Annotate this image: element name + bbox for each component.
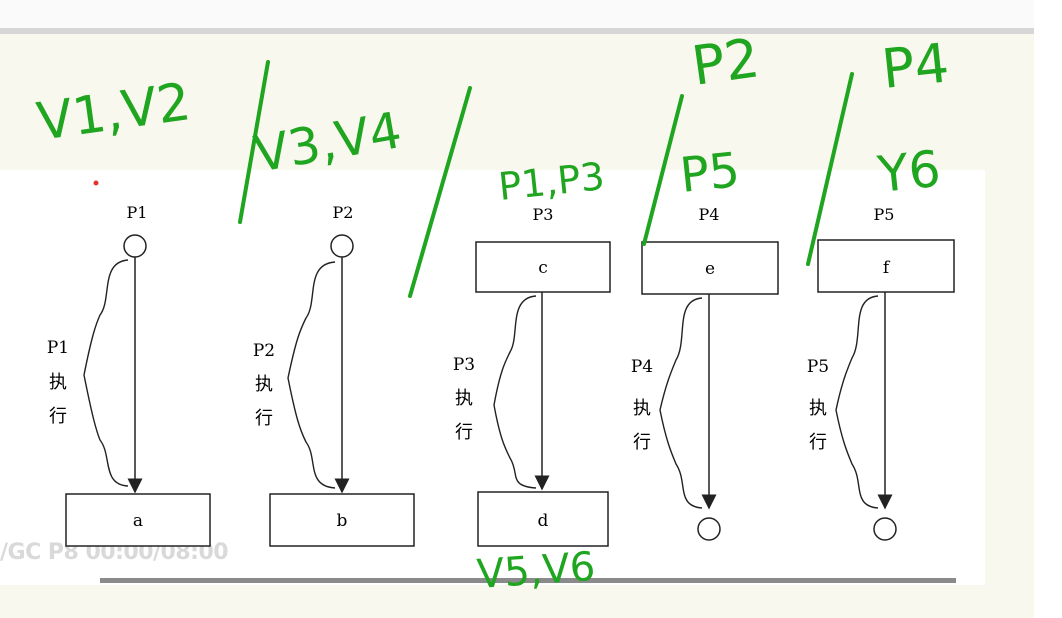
brace-p4 — [659, 297, 703, 509]
box-b-label: b — [337, 511, 348, 531]
video-progress-bar[interactable] — [100, 578, 956, 583]
brace-p1 — [83, 259, 129, 487]
process-p3: P3 c P3 执 行 d — [453, 205, 611, 547]
side-label-p1: P1 — [47, 338, 69, 358]
box-c-label: c — [538, 258, 548, 278]
annotation-p5: P5 — [677, 142, 742, 204]
brace-p5 — [835, 295, 879, 509]
box-f — [817, 239, 955, 293]
side-label-exec-p1: 执 — [49, 372, 67, 393]
side-label-p3: P3 — [453, 355, 475, 375]
separator-1 — [238, 60, 270, 224]
process-p4: P4 e P4 执 行 — [631, 205, 779, 541]
annotation-v1-v2: V1,V2 — [33, 72, 194, 153]
box-c — [475, 241, 611, 293]
box-d — [477, 491, 609, 547]
annotation-p2: P2 — [688, 26, 763, 98]
box-a-label: a — [133, 511, 143, 531]
end-circle-p5 — [873, 517, 897, 541]
end-circle-p4 — [697, 517, 721, 541]
annotation-y6: Y6 — [874, 140, 943, 204]
red-dot — [93, 180, 99, 186]
process-p2: P2 P2 执 行 b — [253, 203, 415, 547]
divider — [0, 28, 1034, 34]
annotation-v5-v6: V5,V6 — [475, 544, 596, 598]
separator-2 — [408, 86, 472, 298]
side-label-exec-p5: 执 — [809, 398, 827, 419]
start-circle-p2 — [330, 234, 354, 258]
annotation-v3-v4: V3,V4 — [250, 101, 406, 184]
side-label-exec-p3: 执 — [455, 388, 473, 409]
side-label-p5: P5 — [807, 357, 829, 377]
process-p1: P1 P1 执 行 a — [47, 203, 211, 547]
side-label-row-p4: 行 — [633, 432, 651, 453]
annotation-p1-p3: P1,P3 — [496, 154, 606, 209]
box-e — [641, 241, 779, 295]
process-header-p3: P3 — [533, 205, 554, 224]
brace-p3 — [493, 295, 537, 489]
box-d-label: d — [538, 511, 549, 531]
process-p5: P5 f P5 执 行 — [807, 205, 955, 541]
side-label-exec-p2: 执 — [255, 374, 273, 395]
side-label-row-p5: 行 — [809, 432, 827, 453]
start-circle-p1 — [123, 234, 147, 258]
box-b — [269, 493, 415, 547]
process-header-p1: P1 — [127, 203, 148, 222]
process-header-p5: P5 — [874, 205, 895, 224]
brace-p2 — [287, 261, 336, 489]
box-f-label: f — [883, 258, 891, 278]
side-label-p2: P2 — [253, 341, 275, 361]
separator-3 — [642, 94, 684, 246]
annotation-p4: P4 — [879, 31, 952, 101]
separator-4 — [806, 72, 854, 266]
side-label-row-p2: 行 — [255, 408, 273, 429]
process-header-p2: P2 — [333, 203, 354, 222]
side-label-row-p3: 行 — [455, 422, 473, 443]
side-label-exec-p4: 执 — [633, 398, 651, 419]
side-label-p4: P4 — [631, 357, 653, 377]
box-a — [65, 493, 211, 547]
top-strip — [0, 0, 1034, 28]
process-header-p4: P4 — [699, 205, 720, 224]
right-edge — [1034, 0, 1062, 618]
side-label-row-p1: 行 — [49, 406, 67, 427]
box-e-label: e — [705, 259, 715, 279]
